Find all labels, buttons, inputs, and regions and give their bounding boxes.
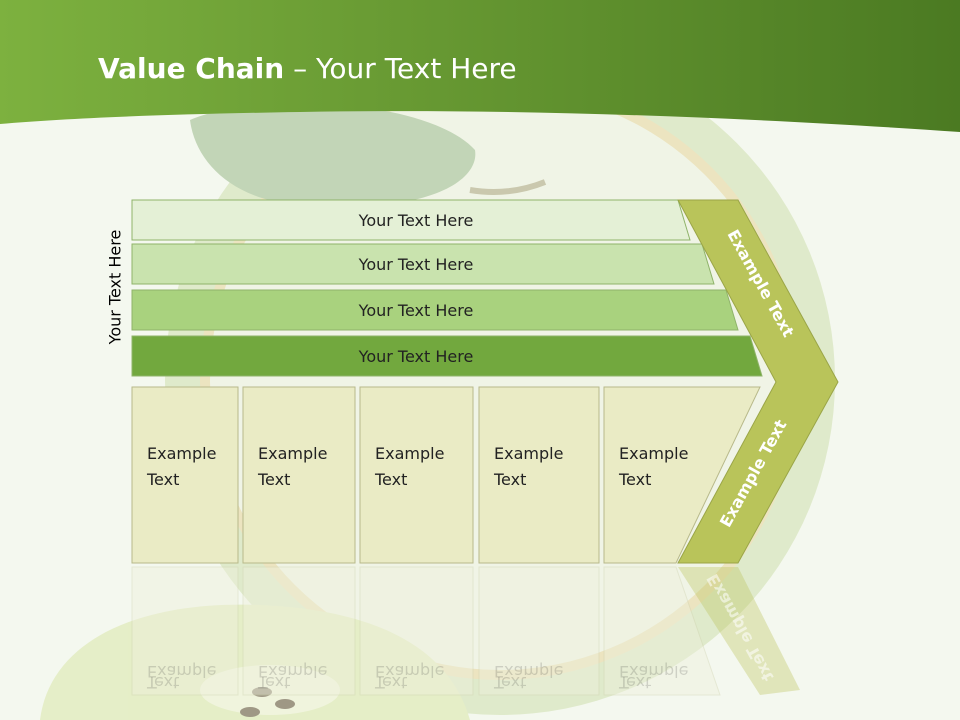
- activity-cell-label-line1: Example: [147, 444, 216, 463]
- activity-cell: [242, 386, 356, 564]
- reflection-cell: [359, 566, 474, 696]
- reflection-cell-label: Example: [619, 662, 688, 681]
- activity-bar-label: Your Text Here: [358, 211, 474, 230]
- activity-cell-label-line2: Text: [493, 470, 526, 489]
- reflection-cell-label: Text: [618, 673, 651, 692]
- activity-cell-label-line2: Text: [257, 470, 290, 489]
- activity-bar: [131, 289, 739, 331]
- reflection-cell: [242, 566, 356, 696]
- reflection-cell: [478, 566, 600, 696]
- slide-title: Value Chain – Your Text Here: [98, 52, 517, 85]
- activity-bar: [131, 199, 691, 241]
- activity-bar: [131, 335, 763, 377]
- activity-bar-label: Your Text Here: [358, 347, 474, 366]
- activity-bar: [131, 243, 715, 285]
- activity-cell: [359, 386, 474, 564]
- header-band: [0, 0, 960, 132]
- reflection-cell-label: Example: [375, 662, 444, 681]
- activity-bar-label: Your Text Here: [358, 255, 474, 274]
- reflection-cell: [131, 566, 239, 696]
- title-rest: – Your Text Here: [284, 52, 517, 85]
- activity-cell-label-line1: Example: [258, 444, 327, 463]
- activity-cell-label-line1: Example: [619, 444, 688, 463]
- activity-bar-label: Your Text Here: [358, 301, 474, 320]
- title-bold: Value Chain: [98, 52, 285, 85]
- reflection-cell-label: Text: [374, 673, 407, 692]
- margin-chevron: [677, 199, 839, 564]
- activity-cell-label-line1: Example: [375, 444, 444, 463]
- reflection-chevron: [678, 567, 800, 695]
- reflection-cell-label: Example: [147, 662, 216, 681]
- activity-cell-label-line2: Text: [374, 470, 407, 489]
- activity-cell: [478, 386, 600, 564]
- reflection-cell-label: Text: [257, 673, 290, 692]
- activity-cell-label-line2: Text: [146, 470, 179, 489]
- activity-cell-label-line1: Example: [494, 444, 563, 463]
- activity-cell: [603, 386, 761, 564]
- diagram-reflection: TextExampleTextExampleTextExampleTextExa…: [131, 566, 800, 696]
- reflection-cell-label: Example: [258, 662, 327, 681]
- activity-cell-label-line2: Text: [618, 470, 651, 489]
- reflection-cell-label: Example: [494, 662, 563, 681]
- reflection-cell-label: Text: [146, 673, 179, 692]
- reflection-cell: [603, 566, 721, 696]
- activity-cell: [131, 386, 239, 564]
- reflection-cell-label: Text: [493, 673, 526, 692]
